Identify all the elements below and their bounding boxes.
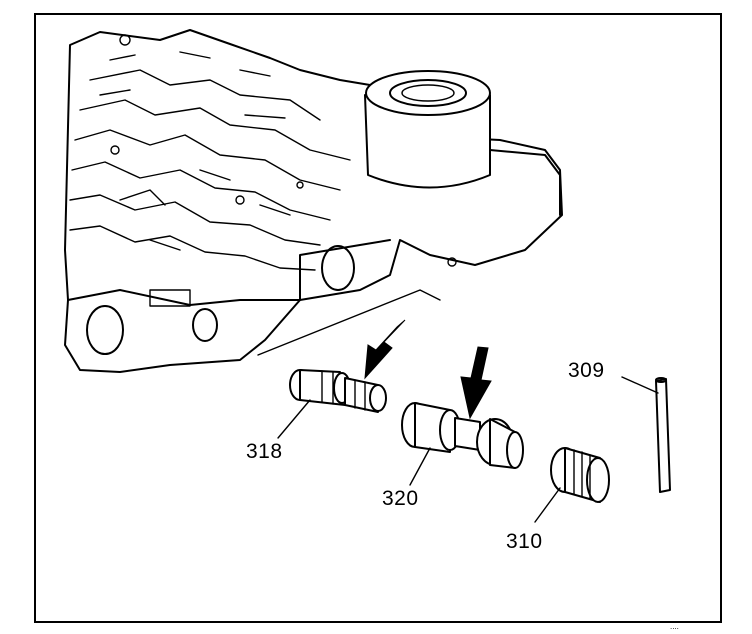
corner-code: .... xyxy=(670,622,679,631)
arrow-to-318 xyxy=(364,319,406,380)
part-310-plug xyxy=(550,447,610,503)
arrow-to-320 xyxy=(460,346,492,420)
accumulator-boss xyxy=(364,70,561,267)
callout-leaders xyxy=(277,376,659,523)
callout-310: 310 xyxy=(506,530,543,553)
part-309-pin xyxy=(655,377,671,493)
callout-318: 318 xyxy=(246,440,283,463)
callout-320: 320 xyxy=(382,487,419,510)
part-318-valve xyxy=(289,369,387,413)
callout-309: 309 xyxy=(568,359,605,382)
valve-body xyxy=(64,29,563,373)
part-320-valve xyxy=(401,402,524,469)
figure-frame xyxy=(34,13,722,623)
